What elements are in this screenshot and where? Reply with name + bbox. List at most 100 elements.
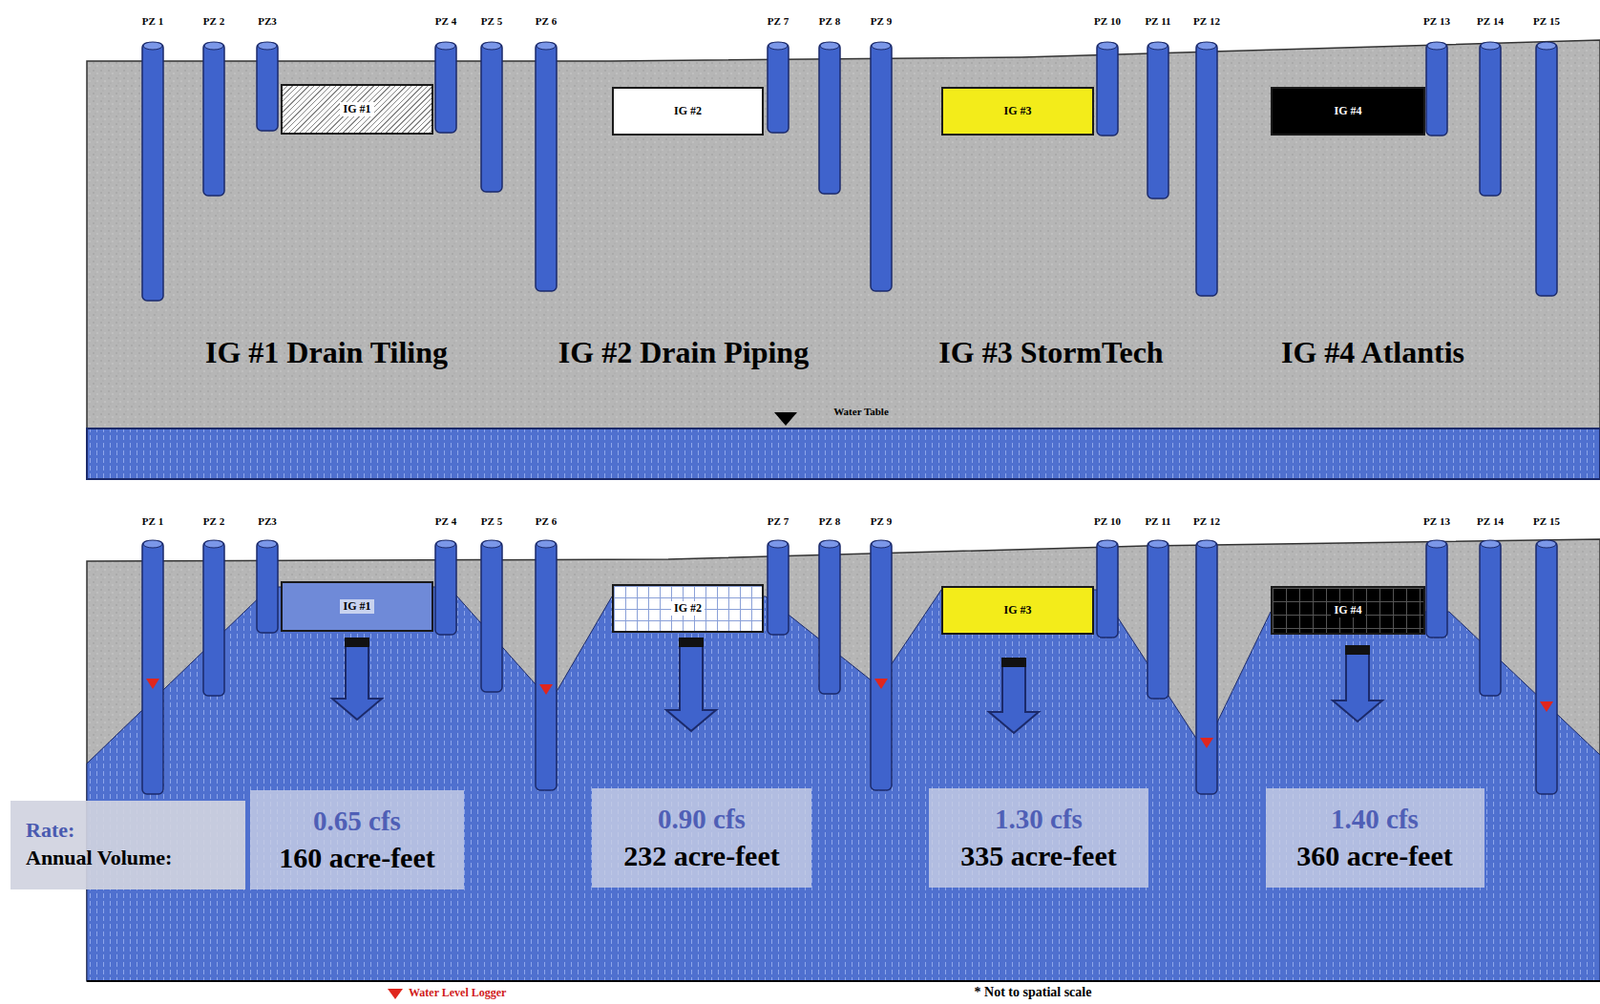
volume-value: 335 acre-feet [960,837,1117,875]
arrow-body [666,645,716,732]
piezometer-pipe [1096,42,1118,136]
rate-value: Rate: [25,817,75,845]
piezometer [767,42,789,133]
infiltration-gallery: IG #1 [280,581,434,632]
piezometer-label: PZ 14 [1476,15,1504,27]
piezometer-pipe [1479,42,1501,196]
legend-swatch [386,987,404,1001]
gallery-caption: IG #1 Drain Tiling [205,335,448,371]
piezometer-cap [1148,540,1168,548]
piezometer-label: PZ 1 [142,515,164,527]
piezometer-label: PZ 15 [1533,515,1560,527]
piezometer-pipe [203,541,225,696]
volume-value: 360 acre-feet [1296,837,1453,875]
piezometer-label: PZ 10 [1094,15,1121,27]
water-table-symbol [774,412,798,426]
piezometer-pipe [767,541,789,635]
rate-legend-box: Rate:Annual Volume: [10,800,246,890]
rate-value: 1.30 cfs [994,801,1083,839]
piezometer-cap [820,42,840,50]
piezometer-group [142,42,1558,301]
piezometer-pipe [535,541,557,791]
piezometer-label: PZ 8 [819,15,841,27]
piezometer-pipe [1196,42,1218,296]
piezometer-cap [1480,42,1500,50]
piezometer [481,42,503,192]
piezometer-cap [1480,540,1500,548]
infiltration-arrow [666,637,716,732]
piezometer-label: PZ 9 [870,15,892,27]
volume-value: 160 acre-feet [278,839,436,877]
piezometer-label: PZ 2 [203,15,225,27]
arrow-cap [1345,645,1370,655]
piezometer-pipe [819,42,841,194]
gallery-label: IG #1 [339,599,374,614]
piezometer-label: PZ 13 [1423,515,1451,527]
piezometer-pipe [481,541,503,693]
piezometer [142,540,164,795]
piezometer-label: PZ 5 [481,515,503,527]
piezometer-label: PZ 4 [435,15,457,27]
panel-edge [86,980,1600,983]
piezometer [203,42,225,196]
piezometer-cap [1427,540,1447,548]
piezometer-cap [143,540,163,548]
piezometer-cap [482,42,502,50]
rate-box: 1.30 cfs335 acre-feet [928,788,1149,888]
piezometer-label: PZ 4 [435,515,457,527]
piezometer [819,42,841,194]
piezometer [203,540,225,696]
infiltration-gallery: IG #3 [941,586,1095,635]
piezometer [1426,540,1448,638]
gallery-label: IG #3 [1000,603,1034,618]
gallery-caption: IG #2 Drain Piping [558,335,809,371]
piezometer [1536,540,1558,795]
piezometer-cap [143,42,163,50]
infiltration-arrow [1332,645,1383,722]
piezometer-label: PZ 13 [1423,15,1451,27]
piezometer-label: PZ 10 [1094,515,1121,527]
piezometer-cap [1197,540,1217,548]
piezometer-pipe [1536,541,1558,795]
arrow-cap [678,637,704,648]
water-level-logger [874,678,888,690]
gallery-label: IG #2 [671,601,705,616]
infiltration-gallery: IG #4 [1270,86,1426,136]
groundwater-mound [86,587,1600,982]
piezometer-cap [204,540,224,548]
gallery-caption: IG #3 StormTech [938,335,1163,371]
piezometer [535,42,557,292]
volume-value: Annual Volume: [25,844,172,873]
piezometer [1147,540,1169,699]
piezometer-cap [1427,42,1447,50]
piezometer [1196,42,1218,296]
gallery-label: IG #1 [339,102,374,117]
volume-value: 232 acre-feet [623,837,780,875]
piezometer-label: PZ 15 [1533,15,1560,27]
piezometer-cap [1536,540,1557,548]
piezometer-pipe [256,541,278,633]
infiltration-gallery: IG #3 [941,86,1095,136]
scale-note: * Not to spatial scale [974,985,1093,1001]
piezometer-pipe [1147,541,1169,699]
arrow-cap [344,637,370,648]
water-level-logger [539,684,553,695]
piezometer-pipe [819,541,841,695]
piezometer-pipe [1426,541,1448,638]
piezometer [819,540,841,695]
piezometer-pipe [1426,42,1448,136]
piezometer-pipe [481,42,503,192]
piezometer [1426,42,1448,136]
piezometer [1479,540,1501,696]
infiltration-gallery: IG #2 [611,584,764,633]
piezometer-label: PZ 11 [1144,15,1171,27]
piezometer [435,540,457,635]
piezometer-pipe [203,42,225,196]
piezometer-cap [871,42,891,50]
gallery-label: IG #3 [1000,104,1034,119]
piezometer-pipe [535,42,557,292]
piezometer-cap [768,42,788,50]
piezometer-cap [204,42,224,50]
piezometer-label: PZ 1 [142,15,164,27]
piezometer [481,540,503,693]
